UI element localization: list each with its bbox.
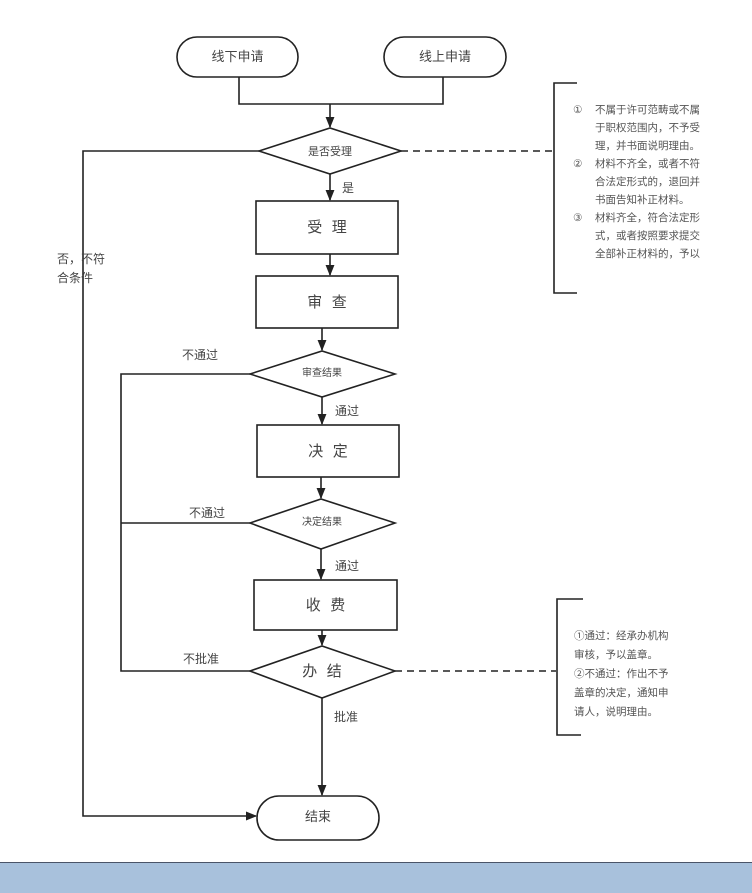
decide-label: 决 定 [308, 442, 348, 460]
accept-note-2: ② 材料不齐全，或者不符 合法定形式的，退回并 书面告知补正材料。 [573, 158, 700, 206]
not-accepted-path [82, 150, 259, 821]
review-fail-label: 不通过 [182, 348, 219, 362]
accept-label: 受 理 [307, 218, 347, 236]
accept-note-3: ③ 材料齐全，符合法定形 式，或者按照要求提交 全部补正材料的，予以 [573, 212, 700, 260]
accept-notes: ① 不属于许可范畴或不属 于职权范围内，不予受 理，并书面说明理由。 ② 材料不… [573, 101, 723, 263]
not-accepted-label-line2: 合条件 [57, 271, 94, 285]
review-label: 审 查 [307, 293, 347, 311]
decision-result-label: 决定结果 [302, 517, 342, 528]
charge-box [253, 579, 398, 631]
decide-box [256, 424, 400, 478]
decision-pass-label: 通过 [335, 559, 360, 573]
not-approved-label: 不批准 [183, 652, 220, 666]
offline-apply-terminator [176, 36, 299, 78]
review-result-diamond [247, 350, 398, 398]
complete-notes: ①通过：经承办机构 审核，予以盖章。 ②不通过：作出不予 盖章的决定，通知申 请… [574, 630, 669, 718]
join-connector [238, 77, 444, 105]
offline-apply-label: 线下申请 [211, 50, 264, 65]
online-apply-terminator [383, 36, 507, 78]
review-box [255, 275, 399, 329]
decision-result-diamond [247, 498, 398, 550]
online-apply-label: 线上申请 [418, 50, 471, 65]
end-label: 结束 [304, 810, 331, 825]
complete-label: 办 结 [302, 662, 342, 680]
not-accepted-label-line1: 否，不符 [57, 252, 106, 266]
accept-decision-label: 是否受理 [308, 145, 352, 158]
flowchart-canvas [82, 36, 583, 841]
decision-fail-label: 不通过 [189, 506, 226, 520]
charge-label: 收 费 [305, 596, 346, 614]
approved-label: 批准 [334, 710, 359, 724]
accept-note-bracket [553, 82, 577, 294]
yes-label: 是 [342, 181, 355, 195]
review-result-label: 审查结果 [302, 368, 342, 379]
review-pass-label: 通过 [335, 404, 360, 418]
accept-note-1: ① 不属于许可范畴或不属 于职权范围内，不予受 理，并书面说明理由。 [573, 104, 700, 152]
complete-note-bracket [556, 598, 583, 736]
accept-box [255, 200, 399, 255]
bottom-bar [0, 862, 752, 893]
